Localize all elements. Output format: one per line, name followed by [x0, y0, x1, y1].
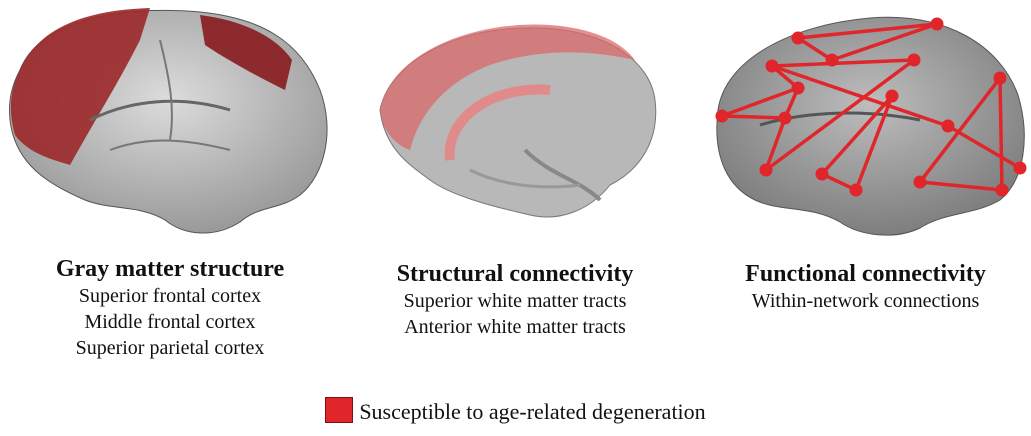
- network-node: [766, 60, 779, 73]
- network-node: [816, 168, 829, 181]
- network-node: [760, 164, 773, 177]
- network-node: [826, 54, 839, 67]
- network-node: [942, 120, 955, 133]
- functional-connection-type: Within-network connections: [700, 288, 1031, 314]
- functional-network-image: [700, 0, 1031, 245]
- network-node: [850, 184, 863, 197]
- gray-matter-region-2: Middle frontal cortex: [10, 309, 330, 335]
- structural-connectivity-panel: [350, 0, 680, 245]
- functional-connectivity-caption: Functional connectivity Within-network c…: [700, 260, 1031, 314]
- gray-matter-region-1: Superior frontal cortex: [10, 283, 330, 309]
- network-node: [792, 32, 805, 45]
- network-node: [914, 176, 927, 189]
- network-node: [1014, 162, 1027, 175]
- legend-swatch: [325, 397, 353, 423]
- structural-connectivity-title: Structural connectivity: [350, 260, 680, 288]
- network-node: [908, 54, 921, 67]
- network-node: [779, 112, 792, 125]
- gray-matter-caption: Gray matter structure Superior frontal c…: [10, 255, 330, 361]
- network-node: [996, 184, 1009, 197]
- network-node: [931, 18, 944, 31]
- network-connection: [1000, 78, 1002, 190]
- cortex-surface: [717, 17, 1024, 235]
- legend: Susceptible to age-related degeneration: [0, 397, 1031, 425]
- structural-tract-2: Anterior white matter tracts: [350, 314, 680, 340]
- functional-connectivity-panel: [700, 0, 1031, 245]
- gray-matter-region-3: Superior parietal cortex: [10, 335, 330, 361]
- network-connection: [722, 116, 785, 118]
- legend-label: Susceptible to age-related degeneration: [359, 399, 705, 424]
- structural-connectivity-caption: Structural connectivity Superior white m…: [350, 260, 680, 340]
- network-node: [792, 82, 805, 95]
- functional-connectivity-title: Functional connectivity: [700, 260, 1031, 288]
- gray-matter-panel: [0, 0, 340, 245]
- white-matter-tracts-image: [350, 0, 680, 245]
- network-node: [716, 110, 729, 123]
- gray-matter-brain-image: [0, 0, 340, 245]
- gray-matter-title: Gray matter structure: [10, 255, 330, 283]
- structural-tract-1: Superior white matter tracts: [350, 288, 680, 314]
- network-node: [886, 90, 899, 103]
- network-node: [994, 72, 1007, 85]
